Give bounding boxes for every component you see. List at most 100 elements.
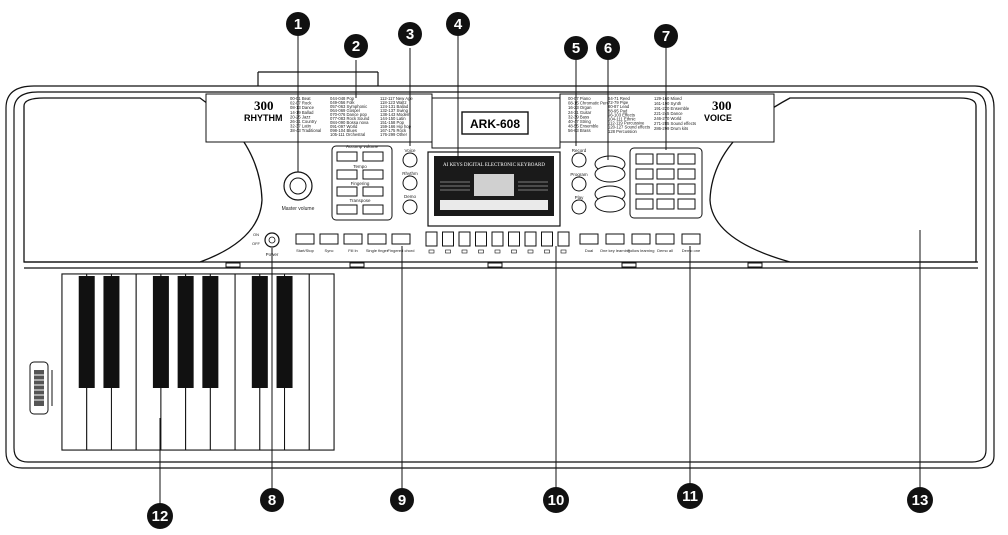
- fingering-label: Fingering: [351, 181, 370, 186]
- list-entry: 138-143 Modern: [380, 112, 411, 117]
- black-key[interactable]: [251, 276, 268, 388]
- list-entry: 064-069 Gospel: [330, 108, 360, 113]
- panel-tabs: [225, 262, 763, 268]
- white-key[interactable]: [308, 273, 335, 451]
- svg-text:10: 10: [548, 492, 565, 509]
- keypad-button[interactable]: [635, 153, 654, 165]
- keypad-button[interactable]: [677, 153, 696, 165]
- function-button[interactable]: [681, 233, 701, 245]
- track-button[interactable]: [458, 231, 471, 247]
- list-entry: 112-117 New Age: [380, 96, 413, 101]
- demo-button[interactable]: [402, 199, 418, 215]
- accomp-volume-up-button[interactable]: [362, 151, 384, 162]
- callout-8: 8: [260, 488, 284, 512]
- list-entry: 08-13 Dance: [290, 105, 315, 110]
- tempo-up-button[interactable]: [362, 169, 384, 180]
- power-switch: ON OFF Power: [252, 232, 280, 257]
- track-button[interactable]: [524, 231, 537, 247]
- program-button[interactable]: [571, 176, 587, 192]
- accomp-volume-down-button[interactable]: [336, 151, 358, 162]
- transpose-down-button[interactable]: [336, 204, 358, 215]
- keypad-button[interactable]: [635, 198, 654, 210]
- list-entry: 077-083 Rock Sound: [330, 116, 370, 121]
- callout-3: 3: [398, 22, 422, 46]
- function-button[interactable]: [319, 233, 339, 245]
- callout-7: 7: [654, 24, 678, 48]
- svg-text:7: 7: [662, 28, 670, 45]
- keypad-button[interactable]: [635, 168, 654, 180]
- track-button[interactable]: [491, 231, 504, 247]
- list-entry: 070-076 Dance pop: [330, 112, 367, 117]
- callout-10: 10: [543, 487, 569, 513]
- list-entry: 64-71 Reed: [608, 96, 631, 101]
- right-speaker: [709, 97, 977, 263]
- track-button[interactable]: [508, 231, 520, 247]
- rhythm-button[interactable]: [402, 175, 418, 191]
- track-buttons: [425, 231, 570, 254]
- svg-text:3: 3: [406, 26, 414, 43]
- keypad-button[interactable]: [656, 168, 675, 180]
- function-button[interactable]: [295, 233, 315, 245]
- track-button[interactable]: [557, 231, 570, 247]
- list-entry: 286-299 Drum kits: [654, 126, 688, 131]
- voice-selector-down-button[interactable]: [594, 195, 626, 213]
- track-button[interactable]: [475, 231, 487, 247]
- power-off-label: OFF: [252, 241, 261, 246]
- function-button[interactable]: [631, 233, 651, 245]
- play-button[interactable]: [571, 199, 587, 215]
- black-key[interactable]: [276, 276, 293, 388]
- fingering-up-button[interactable]: [362, 186, 384, 197]
- list-entry: 144-150 Latin: [380, 116, 406, 121]
- list-entry: 96-103 Effects: [608, 112, 635, 117]
- track-button[interactable]: [541, 231, 553, 247]
- list-entry: 044-048 Pop: [330, 96, 355, 101]
- black-key[interactable]: [202, 276, 219, 388]
- rhythm-selector-down-button[interactable]: [594, 165, 626, 183]
- function-button[interactable]: [391, 233, 411, 245]
- demo-button-label: Demo: [404, 194, 417, 199]
- list-entry: 049-056 Folk: [330, 100, 355, 105]
- rhythm-title: RHYTHM: [244, 113, 283, 123]
- function-button[interactable]: [655, 233, 675, 245]
- function-button[interactable]: [605, 233, 625, 245]
- keypad-button[interactable]: [656, 183, 675, 195]
- keypad-button[interactable]: [635, 183, 654, 195]
- pitch-wheel[interactable]: [29, 361, 53, 415]
- function-button[interactable]: [579, 233, 599, 245]
- transpose-label: Transpose: [349, 198, 371, 203]
- list-entry: 26-31 Country: [290, 119, 317, 124]
- keypad-button[interactable]: [656, 198, 675, 210]
- list-entry: 72-79 Pipe: [608, 100, 629, 105]
- black-key[interactable]: [103, 276, 120, 388]
- keypad-button[interactable]: [677, 198, 696, 210]
- voice-button[interactable]: [402, 152, 418, 168]
- fingering-down-button[interactable]: [336, 186, 358, 197]
- list-entry: 40-47 String: [568, 119, 591, 124]
- track-button[interactable]: [425, 231, 438, 247]
- list-entry: 124-131 Ballad: [380, 104, 409, 109]
- black-key[interactable]: [152, 276, 169, 388]
- callout-1: 1: [286, 12, 310, 36]
- record-button[interactable]: [571, 152, 587, 168]
- function-button-label: Single finger: [366, 248, 389, 253]
- play-label: Play: [575, 195, 585, 200]
- black-key[interactable]: [78, 276, 95, 388]
- list-entry: 32-39 Bass: [568, 114, 589, 119]
- track-button[interactable]: [442, 231, 454, 247]
- transpose-up-button[interactable]: [362, 204, 384, 215]
- keypad-button[interactable]: [677, 183, 696, 195]
- tempo-down-button[interactable]: [336, 169, 358, 180]
- black-key[interactable]: [177, 276, 194, 388]
- function-button[interactable]: [367, 233, 387, 245]
- track-indicator: [527, 249, 534, 254]
- function-button-label: Fingered chord: [388, 248, 415, 253]
- keypad-button[interactable]: [677, 168, 696, 180]
- function-button[interactable]: [343, 233, 363, 245]
- list-entry: 48-55 Ensemble: [568, 124, 599, 129]
- voice-title: VOICE: [704, 113, 732, 123]
- list-entry: 112-119 Percussive: [608, 121, 645, 126]
- list-entry: 271-285 Sound effects: [654, 121, 696, 126]
- keypad-button[interactable]: [656, 153, 675, 165]
